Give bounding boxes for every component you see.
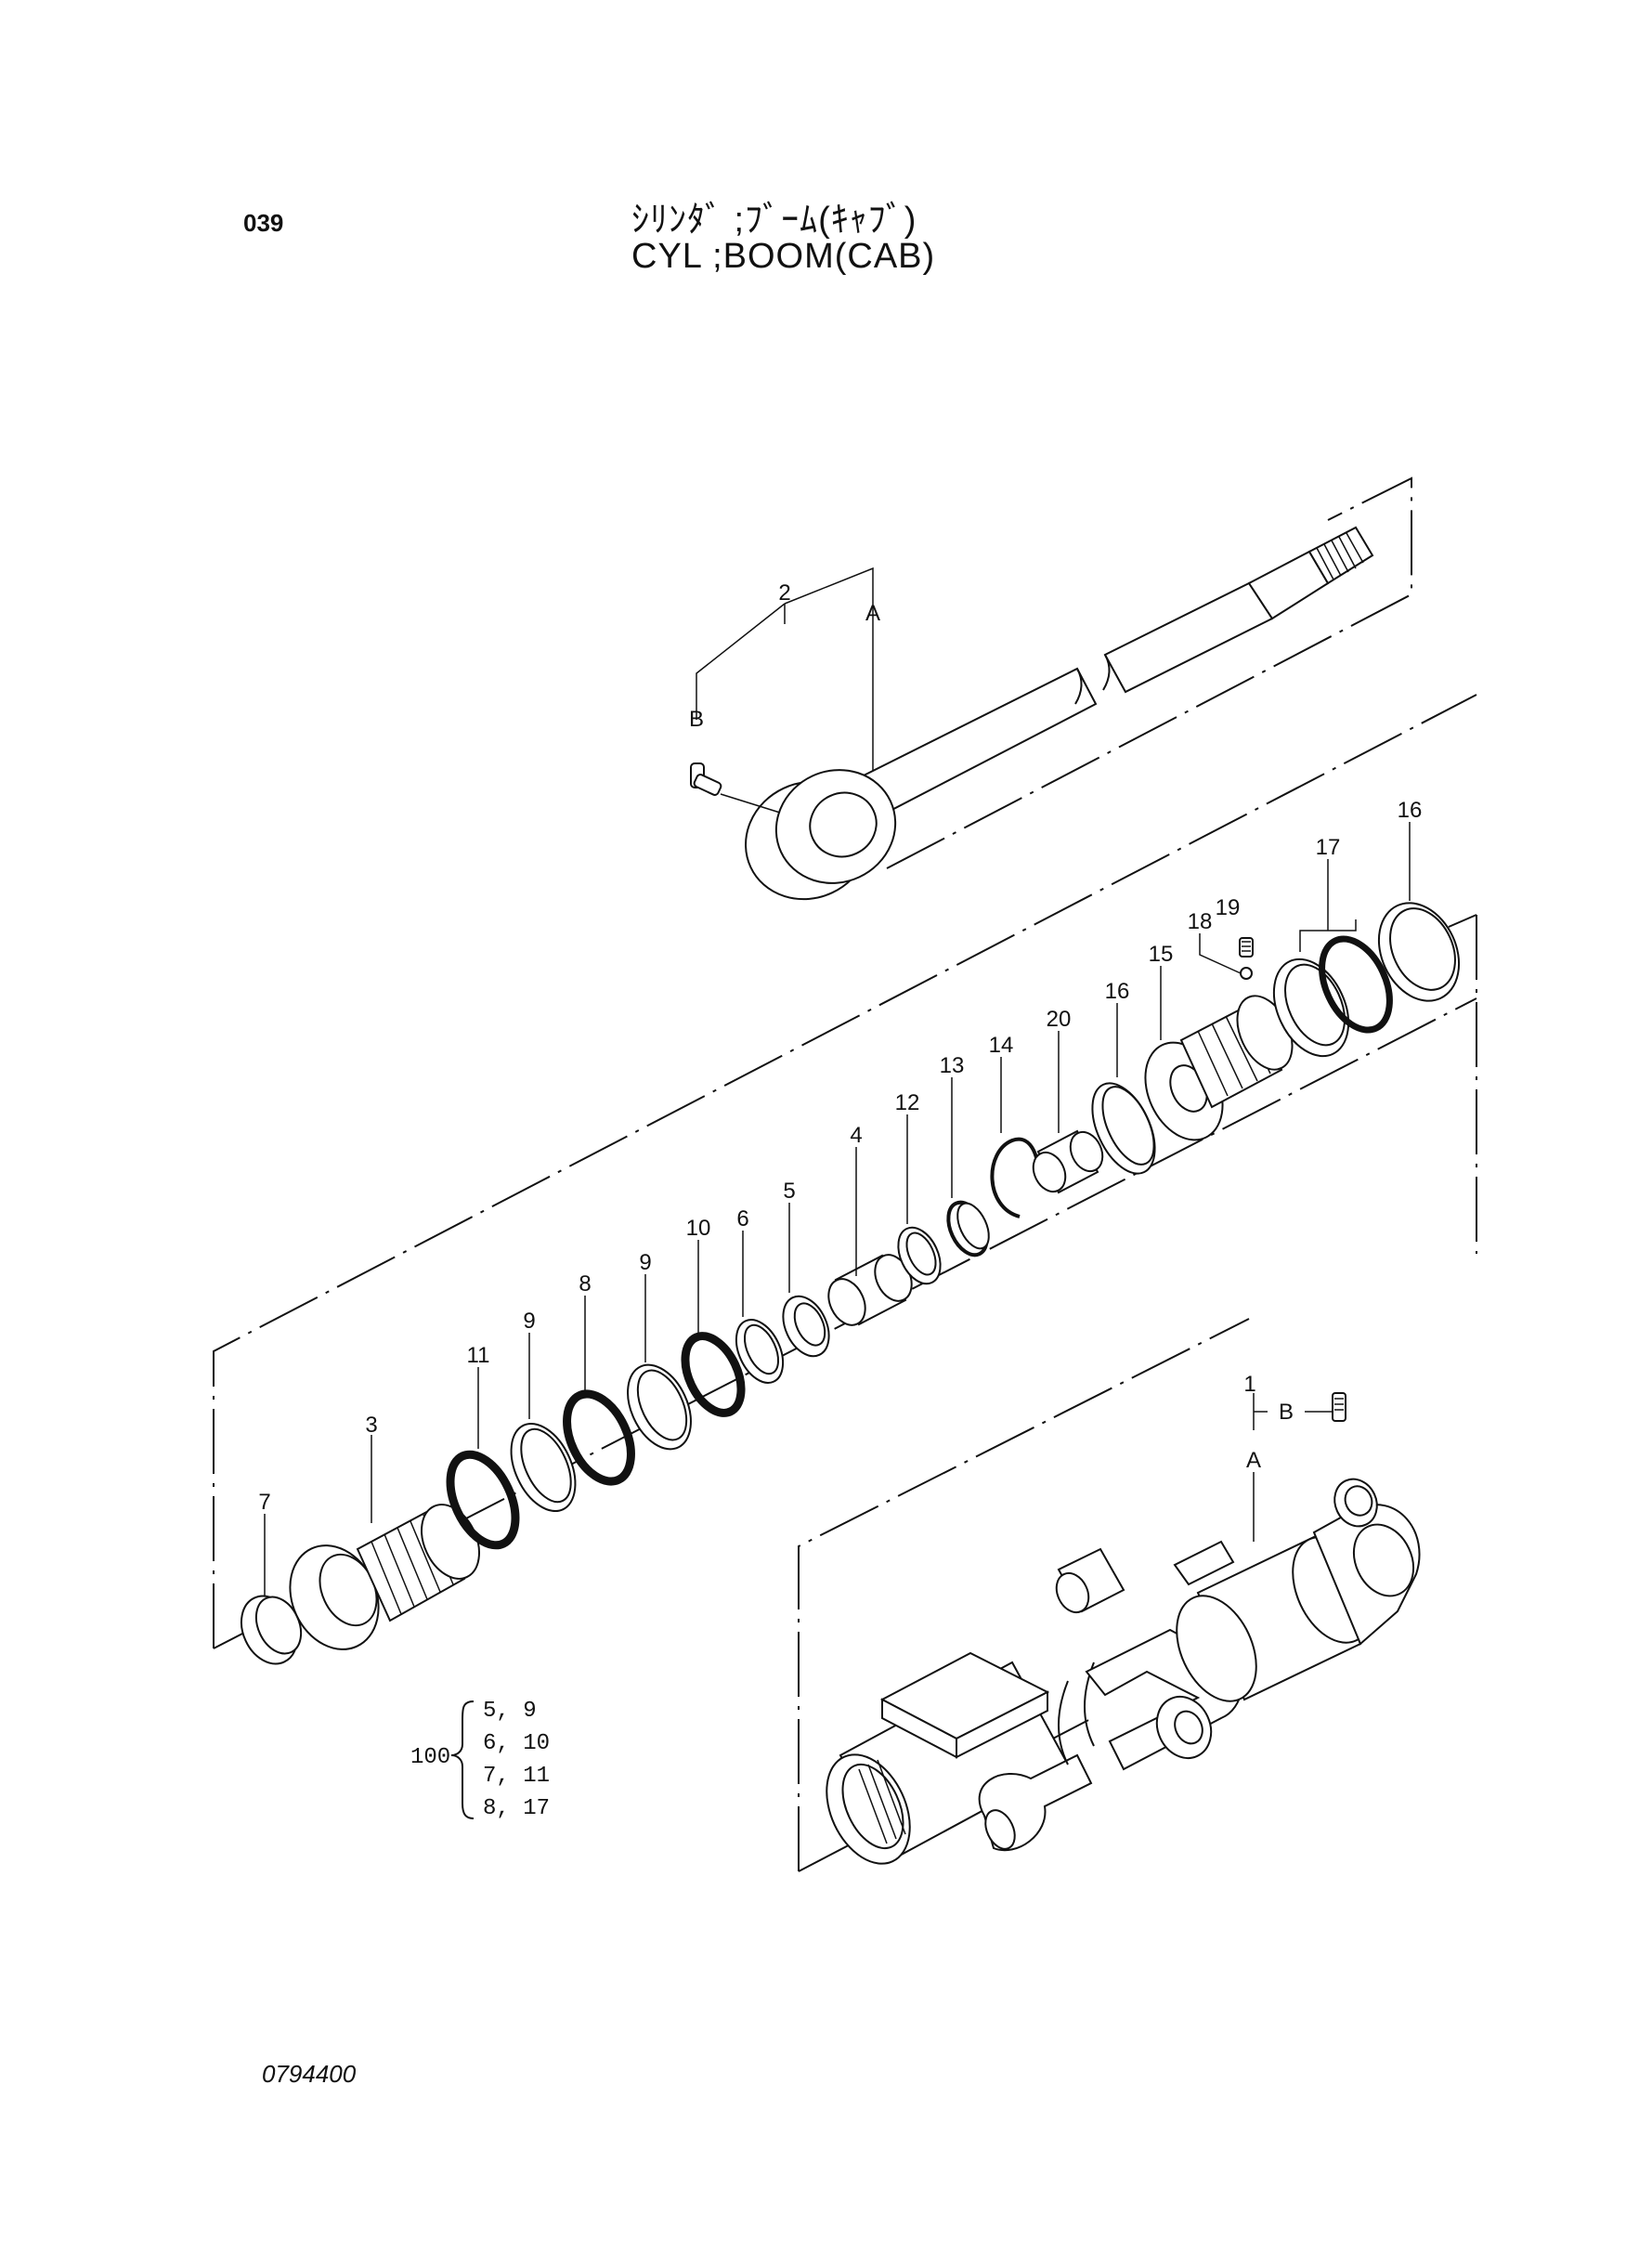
ring-parts-group-a	[446, 1231, 785, 1550]
parts-12-13-14-20	[897, 1031, 1104, 1285]
title-japanese: ｼﾘﾝﾀﾞ ;ﾌﾞｰﾑ(ｷｬﾌﾞ)	[631, 201, 917, 240]
callout-16-left: 16	[1105, 979, 1130, 1004]
callout-10: 10	[686, 1216, 711, 1241]
seal-kit-row-3: 7, 11	[483, 1764, 550, 1789]
callout-9-right: 9	[639, 1250, 651, 1275]
callout-4: 4	[850, 1123, 862, 1148]
callout-15: 15	[1149, 942, 1174, 967]
callout-13: 13	[940, 1053, 965, 1078]
seal-kit-row-2: 6, 10	[483, 1731, 550, 1756]
callout-7: 7	[258, 1490, 270, 1515]
callout-tube-b: B	[1279, 1400, 1294, 1425]
callout-19: 19	[1216, 895, 1241, 920]
callout-3: 3	[365, 1413, 377, 1438]
callout-16-right: 16	[1398, 798, 1423, 823]
cylinder-tube-assembly	[798, 1318, 1421, 1872]
callout-8: 8	[579, 1271, 591, 1296]
piston-parts-15-16-18-19	[1091, 933, 1294, 1175]
part-3-cylinder-head	[289, 1435, 480, 1650]
callout-20: 20	[1047, 1007, 1072, 1032]
callout-17: 17	[1316, 835, 1341, 860]
part-7-dust-seal	[240, 1514, 303, 1665]
callout-tube-a: A	[1246, 1448, 1261, 1473]
piston-rod-assembly	[690, 476, 1412, 901]
callout-14: 14	[989, 1033, 1014, 1058]
callout-6: 6	[736, 1206, 748, 1231]
parts-17-16-right	[1272, 822, 1461, 1058]
seal-kit-table: 100 5, 9 6, 10 7, 11 8, 17	[410, 1699, 550, 1821]
parts-5-4-bushing	[782, 1147, 913, 1358]
callout-rod-a: A	[865, 601, 880, 626]
callout-1: 1	[1243, 1372, 1255, 1397]
seal-kit-row-1: 5, 9	[483, 1699, 537, 1724]
page-number: 039	[243, 209, 284, 237]
callout-12: 12	[895, 1090, 920, 1115]
callout-5: 5	[783, 1179, 795, 1204]
callout-18: 18	[1188, 909, 1213, 934]
seal-kit-row-4: 8, 17	[483, 1796, 550, 1821]
seal-kit-number: 100	[410, 1745, 450, 1770]
callout-9-left: 9	[523, 1309, 535, 1334]
callout-11: 11	[467, 1343, 490, 1368]
title-english: CYL ;BOOM(CAB)	[631, 237, 936, 276]
axis-frame-upper	[213, 694, 1477, 1648]
callout-rod-b: B	[689, 707, 704, 732]
drawing-number: 0794400	[262, 2060, 357, 2088]
callout-2: 2	[778, 580, 790, 606]
